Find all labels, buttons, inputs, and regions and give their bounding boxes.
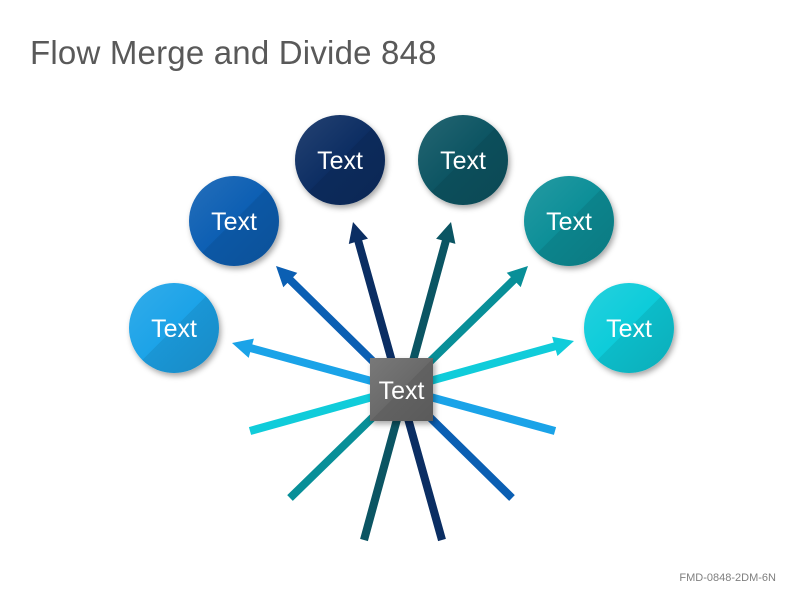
node-label: Text <box>440 147 486 175</box>
page-title: Flow Merge and Divide 848 <box>30 34 437 71</box>
node-sheen <box>418 115 508 205</box>
node-sheen <box>295 115 385 205</box>
center-box[interactable]: Text <box>370 358 433 421</box>
node-sheen <box>524 176 614 266</box>
node-label: Text <box>151 315 197 343</box>
node-6[interactable]: Text <box>584 283 674 373</box>
node-3[interactable]: Text <box>295 115 385 205</box>
center-label: Text <box>379 377 425 405</box>
node-1[interactable]: Text <box>129 283 219 373</box>
node-label: Text <box>546 208 592 236</box>
node-sheen <box>189 176 279 266</box>
node-sheen <box>129 283 219 373</box>
node-sheen <box>584 283 674 373</box>
node-label: Text <box>211 208 257 236</box>
node-label: Text <box>606 315 652 343</box>
node-4[interactable]: Text <box>418 115 508 205</box>
node-label: Text <box>317 147 363 175</box>
node-2[interactable]: Text <box>189 176 279 266</box>
footer-code: FMD-0848-2DM-6N <box>679 572 776 584</box>
node-5[interactable]: Text <box>524 176 614 266</box>
